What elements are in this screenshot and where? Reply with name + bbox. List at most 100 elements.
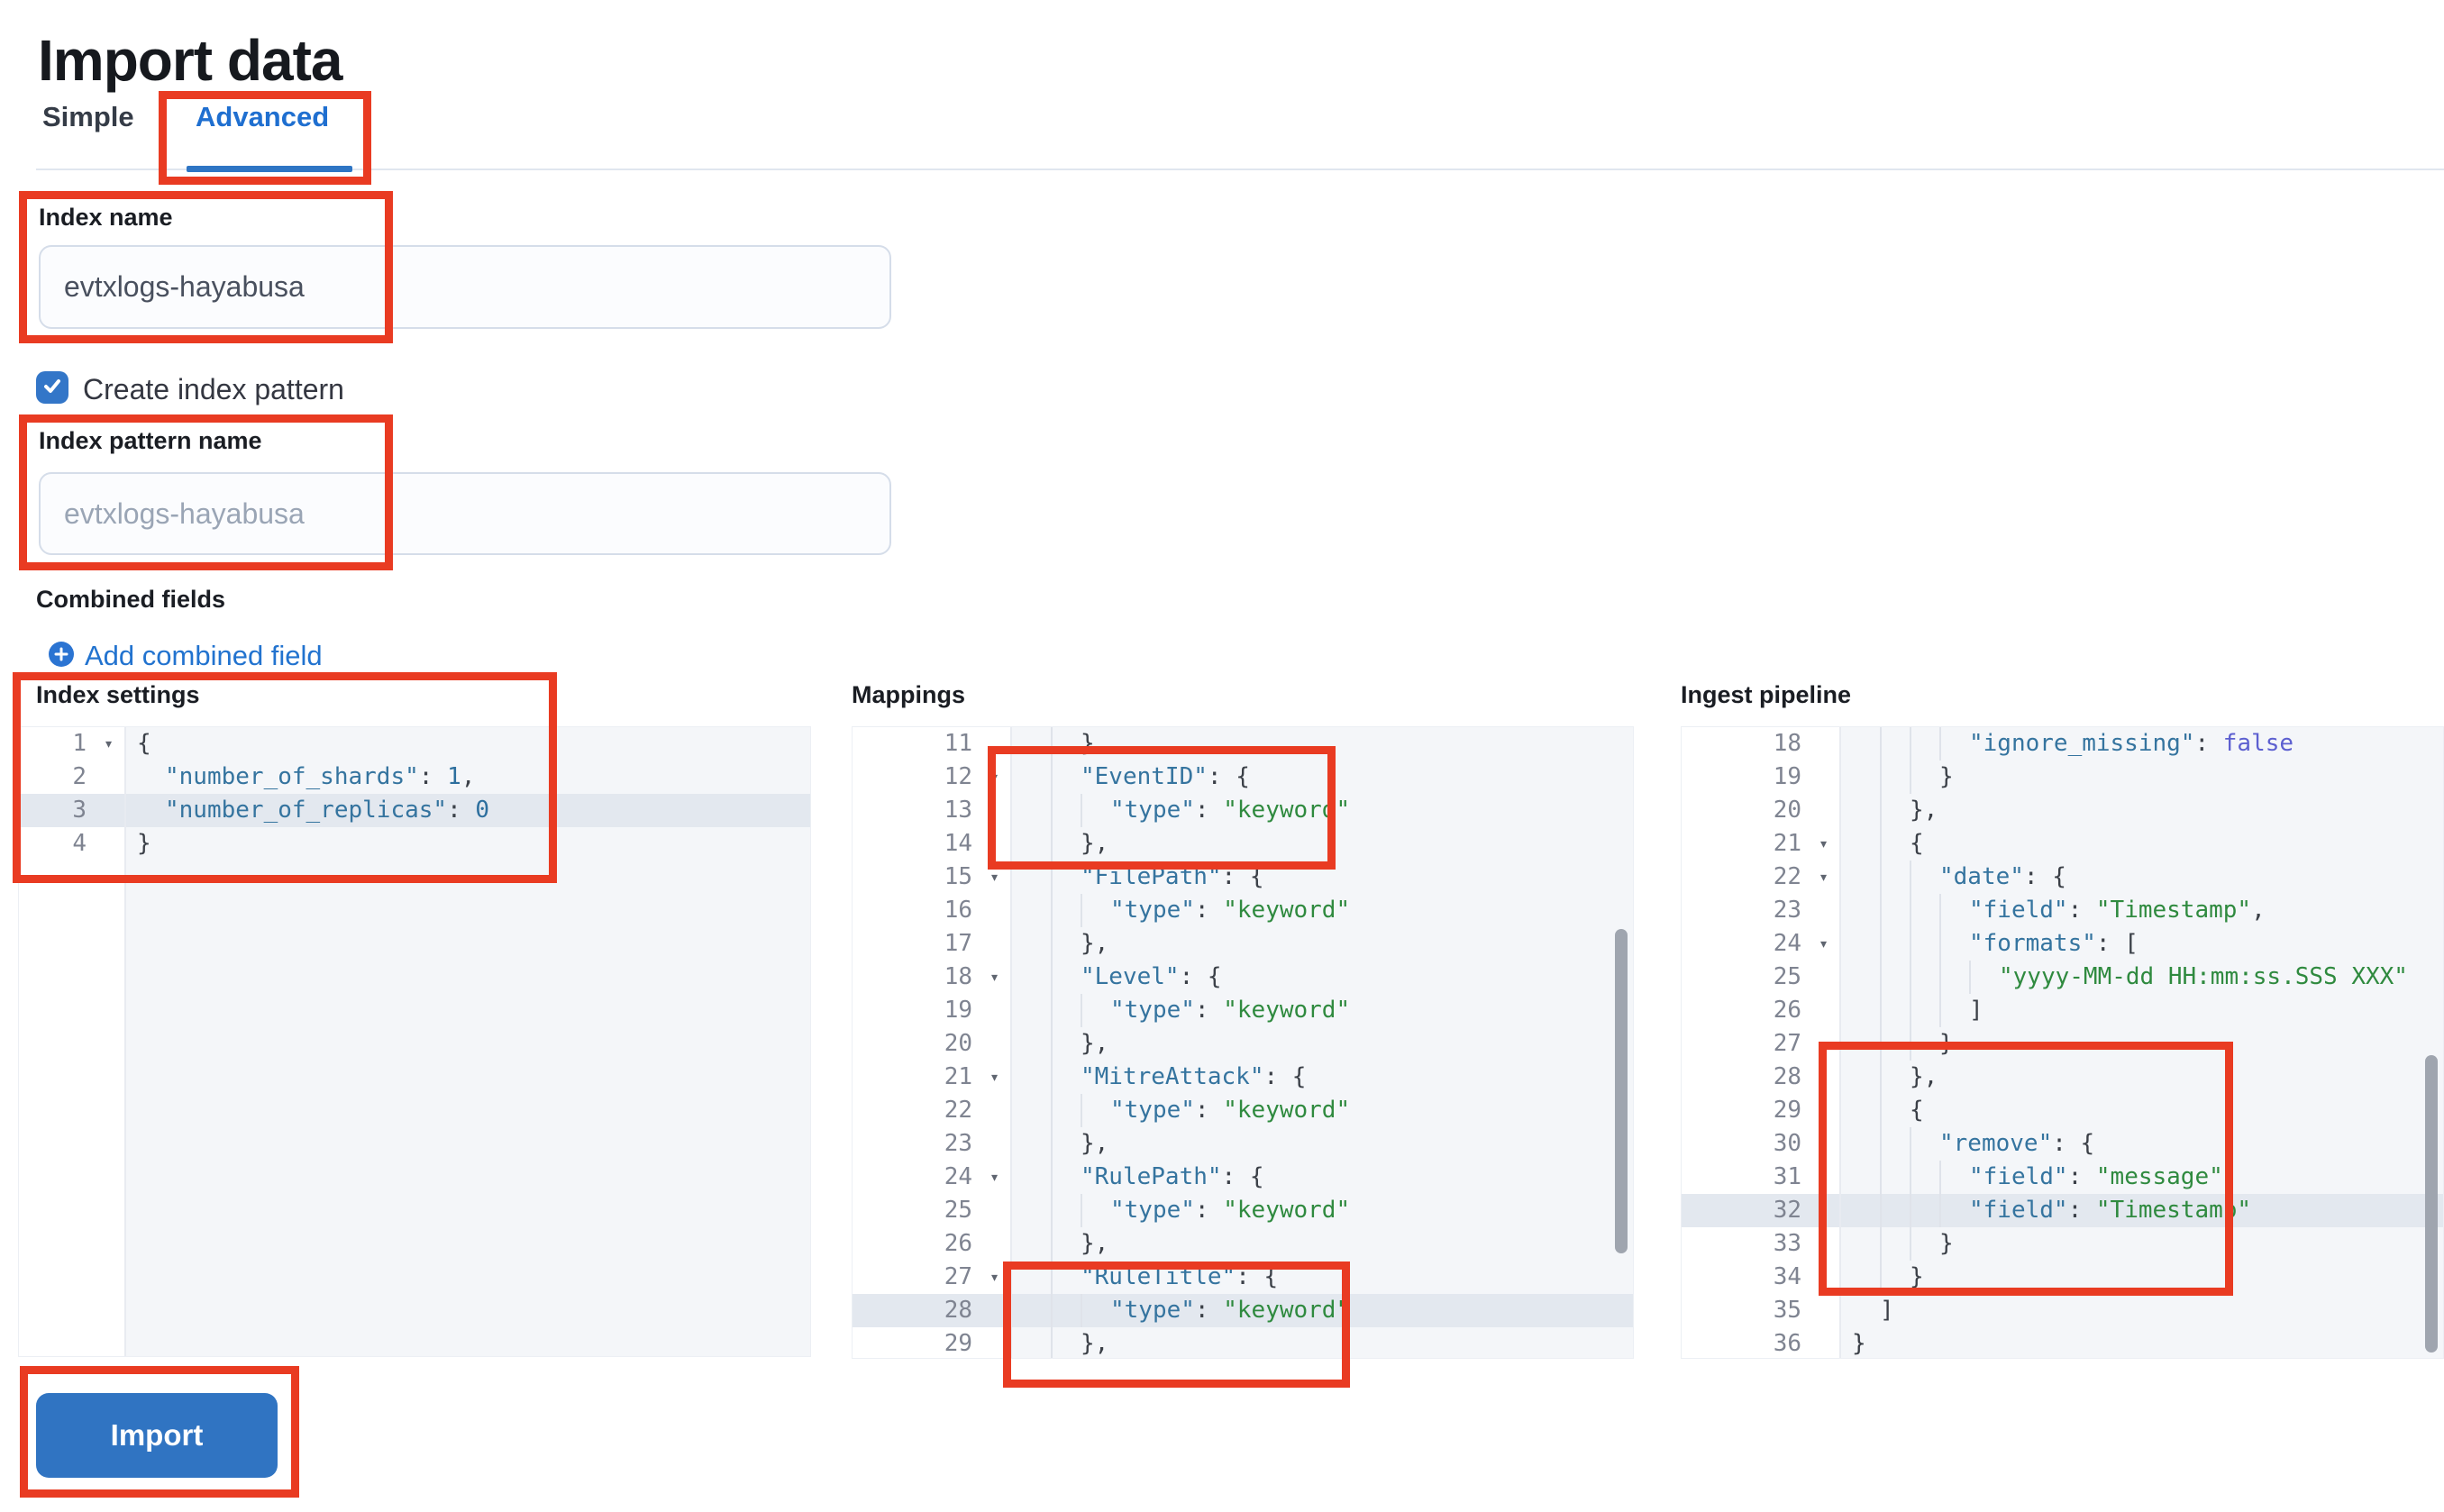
line-number: 36 [1773,1330,1801,1357]
collapse-arrow-icon[interactable]: ▾ [1819,1134,1828,1153]
code-line-24: 24▾"formats": [ [1682,927,2443,961]
line-number: 12▾ [853,761,1010,794]
collapse-arrow-icon[interactable]: ▾ [989,868,999,887]
collapse-arrow-icon[interactable]: ▾ [989,768,999,787]
code-line-3: 3"number_of_replicas": 0 [19,794,810,827]
code-line-24: 24▾"RulePath": { [853,1161,1633,1194]
line-number: 31 [1773,1163,1801,1190]
add-combined-field-link[interactable]: Add combined field [85,640,323,671]
code-line-2: 2"number_of_shards": 1, [19,761,810,794]
line-number: 19 [944,997,972,1024]
line-number: 27 [1773,1030,1801,1057]
line-number: 22 [944,1097,972,1124]
collapse-arrow-icon[interactable]: ▾ [1819,868,1828,887]
code-line-26: 26}, [853,1227,1633,1261]
code-line-31: 31"field": "message", [1682,1161,2443,1194]
code-line-16: 16"type": "keyword" [853,894,1633,927]
collapse-arrow-icon[interactable]: ▾ [989,1268,999,1287]
line-number: 28 [944,1297,972,1324]
line-number: 18 [1773,730,1801,757]
line-number: 1▾ [19,727,124,761]
code-line-25: 25"type": "keyword" [853,1194,1633,1227]
line-number: 23 [1773,897,1801,924]
code-line-1: 1▾{ [19,727,810,761]
line-number: 26 [1773,997,1801,1024]
ingest-pipeline-heading: Ingest pipeline [1681,681,1852,708]
collapse-arrow-icon[interactable]: ▾ [1819,1101,1828,1120]
code-line-4: 4} [19,827,810,861]
code-line-33: 33} [1682,1227,2443,1261]
line-number: 25 [1773,963,1801,990]
code-line-28: 28}, [1682,1061,2443,1094]
code-line-29: 29▾{ [1682,1094,2443,1127]
collapse-arrow-icon[interactable]: ▾ [989,968,999,987]
create-index-pattern-checkbox[interactable] [36,371,68,404]
line-number: 24▾ [853,1161,1010,1194]
combined-fields-label: Combined fields [36,586,226,613]
index-name-input[interactable] [39,245,891,329]
line-number: 32 [1773,1197,1801,1224]
line-number: 23 [944,1130,972,1157]
line-number: 20 [944,1030,972,1057]
code-line-29: 29}, [853,1327,1633,1358]
code-line-20: 20}, [853,1027,1633,1061]
code-line-34: 34} [1682,1261,2443,1294]
collapse-arrow-icon[interactable]: ▾ [1819,834,1828,853]
code-line-32: 32"field": "Timestamp" [1682,1194,2443,1227]
collapse-arrow-icon[interactable]: ▾ [989,1168,999,1187]
code-editor-mappings[interactable]: 11},12▾"EventID": {13"type": "keyword"14… [852,726,1634,1359]
index-pattern-name-label: Index pattern name [39,427,262,454]
code-line-30: 30▾"remove": { [1682,1127,2443,1161]
code-line-21: 21▾{ [1682,827,2443,861]
gutter-border [1010,727,1012,1358]
line-number: 3 [72,797,87,824]
line-number: 30▾ [1682,1127,1839,1161]
line-number: 28 [1773,1063,1801,1090]
code-line-21: 21▾"MitreAttack": { [853,1061,1633,1094]
checkbox-check-icon [41,375,63,401]
line-number: 11 [944,730,972,757]
mappings-heading: Mappings [852,681,965,708]
index-name-label: Index name [39,204,173,231]
code-line-12: 12▾"EventID": { [853,761,1633,794]
line-number: 35 [1773,1297,1801,1324]
line-number: 25 [944,1197,972,1224]
page-title: Import data [38,28,342,93]
line-number: 26 [944,1230,972,1257]
collapse-arrow-icon[interactable]: ▾ [1819,934,1828,953]
tab-simple[interactable]: Simple [42,101,134,132]
tab-advanced[interactable]: Advanced [196,101,330,132]
code-line-36: 36} [1682,1327,2443,1358]
collapse-arrow-icon[interactable]: ▾ [989,1068,999,1087]
code-line-18: 18▾"Level": { [853,961,1633,994]
code-line-11: 11}, [853,727,1633,761]
line-number: 2 [72,763,87,790]
code-line-23: 23"field": "Timestamp", [1682,894,2443,927]
index-pattern-name-input[interactable] [39,472,891,555]
code-line-18: 18"ignore_missing": false [1682,727,2443,761]
line-number: 20 [1773,797,1801,824]
scrollbar-thumb-mappings[interactable] [1615,929,1628,1253]
code-line-15: 15▾"FilePath": { [853,861,1633,894]
line-number: 17 [944,930,972,957]
line-number: 29▾ [1682,1094,1839,1127]
code-line-19: 19"type": "keyword" [853,994,1633,1027]
code-line-14: 14}, [853,827,1633,861]
code-line-27: 27} [1682,1027,2443,1061]
tabs-divider [36,169,2444,170]
code-line-28: 28"type": "keyword" [853,1294,1633,1327]
import-button[interactable]: Import [36,1393,278,1478]
line-number: 21▾ [1682,827,1839,861]
gutter-border [1839,727,1841,1358]
code-line-17: 17}, [853,927,1633,961]
create-index-pattern-label: Create index pattern [83,373,344,405]
collapse-arrow-icon[interactable]: ▾ [104,734,114,753]
code-line-26: 26] [1682,994,2443,1027]
line-number: 24▾ [1682,927,1839,961]
code-line-23: 23}, [853,1127,1633,1161]
code-line-20: 20}, [1682,794,2443,827]
code-line-25: 25"yyyy-MM-dd HH:mm:ss.SSS XXX" [1682,961,2443,994]
scrollbar-thumb-ingest-pipeline[interactable] [2425,1055,2438,1353]
code-editor-index-settings[interactable]: 1▾{2"number_of_shards": 1,3"number_of_re… [18,726,811,1357]
